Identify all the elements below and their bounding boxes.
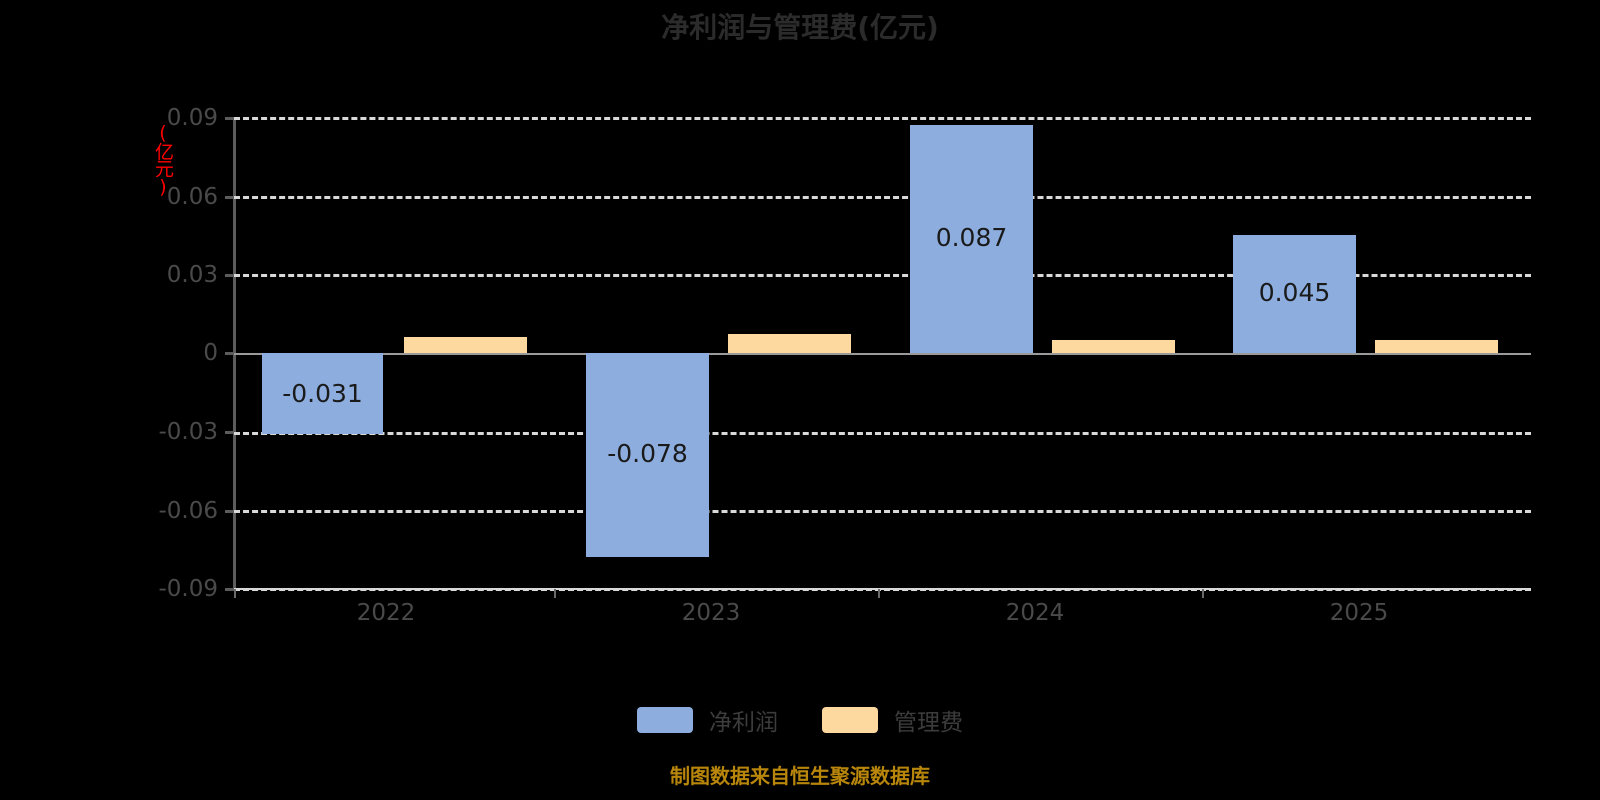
bar-label-net-profit-2025: 0.045 [1258,278,1331,307]
chart-legend: 净利润 管理费 [0,703,1600,737]
bar-admin-expense-2025[interactable] [1375,340,1498,353]
y-tick-label: 0.03 [166,262,218,288]
bar-admin-expense-2022[interactable] [404,337,527,353]
legend-swatch-net-profit [637,707,693,733]
y-tick-mark [225,510,235,513]
y-tick-label: 0.09 [166,105,218,131]
y-tick-label: 0 [203,340,218,366]
gridline-0.09 [234,117,1531,120]
y-tick-mark [225,196,235,199]
y-tick-mark [225,431,235,434]
bar-admin-expense-2023[interactable] [728,334,851,353]
y-tick-mark [225,588,235,591]
y-tick-label: -0.09 [158,576,218,602]
bar-label-net-profit-2022: -0.031 [282,379,363,408]
legend-label-net-profit: 净利润 [709,710,778,736]
gridline-0.03 [234,274,1531,278]
y-tick-label: -0.06 [158,498,218,524]
bar-net-profit-2022[interactable] [262,353,383,434]
gridline-0.06 [234,195,1531,199]
y-tick-mark [225,274,235,277]
gridline-zero [234,353,1531,355]
legend-label-admin-expense: 管理费 [894,710,963,736]
x-tick-mark-2022 [554,589,556,598]
y-tick-mark [225,352,235,355]
bar-label-net-profit-2023: -0.078 [607,439,688,468]
legend-item-admin-expense[interactable]: 管理费 [822,703,963,737]
legend-item-net-profit[interactable]: 净利润 [637,703,778,737]
x-tick-mark-2025 [234,589,236,598]
x-axis-line [234,588,1531,590]
legend-swatch-admin-expense [822,707,878,733]
bar-label-net-profit-2024: 0.087 [935,223,1008,252]
x-tick-label-2023: 2023 [681,600,741,626]
x-tick-label-2025: 2025 [1329,600,1389,626]
x-tick-mark-2024 [1202,589,1204,598]
footer-source-note: 制图数据来自恒生聚源数据库 [670,764,930,788]
chart-title: 净利润与管理费(亿元) [661,11,939,44]
gridline--0.03 [234,431,1531,435]
y-tick-mark [225,117,235,120]
y-tick-label: 0.06 [166,184,218,210]
bar-admin-expense-2024[interactable] [1052,340,1175,353]
x-tick-mark-2023 [878,589,880,598]
x-tick-label-2024: 2024 [1005,600,1065,626]
y-axis-unit-label: (亿元) [152,122,174,196]
gridline--0.06 [234,510,1531,514]
bar-net-profit-2024[interactable] [910,125,1033,353]
y-tick-label: -0.03 [158,419,218,445]
plot-area: -0.031 -0.078 0.087 0.045 [234,117,1531,591]
bar-net-profit-2023[interactable] [586,353,709,557]
bar-net-profit-2025[interactable] [1233,235,1356,353]
x-tick-label-2022: 2022 [356,600,416,626]
